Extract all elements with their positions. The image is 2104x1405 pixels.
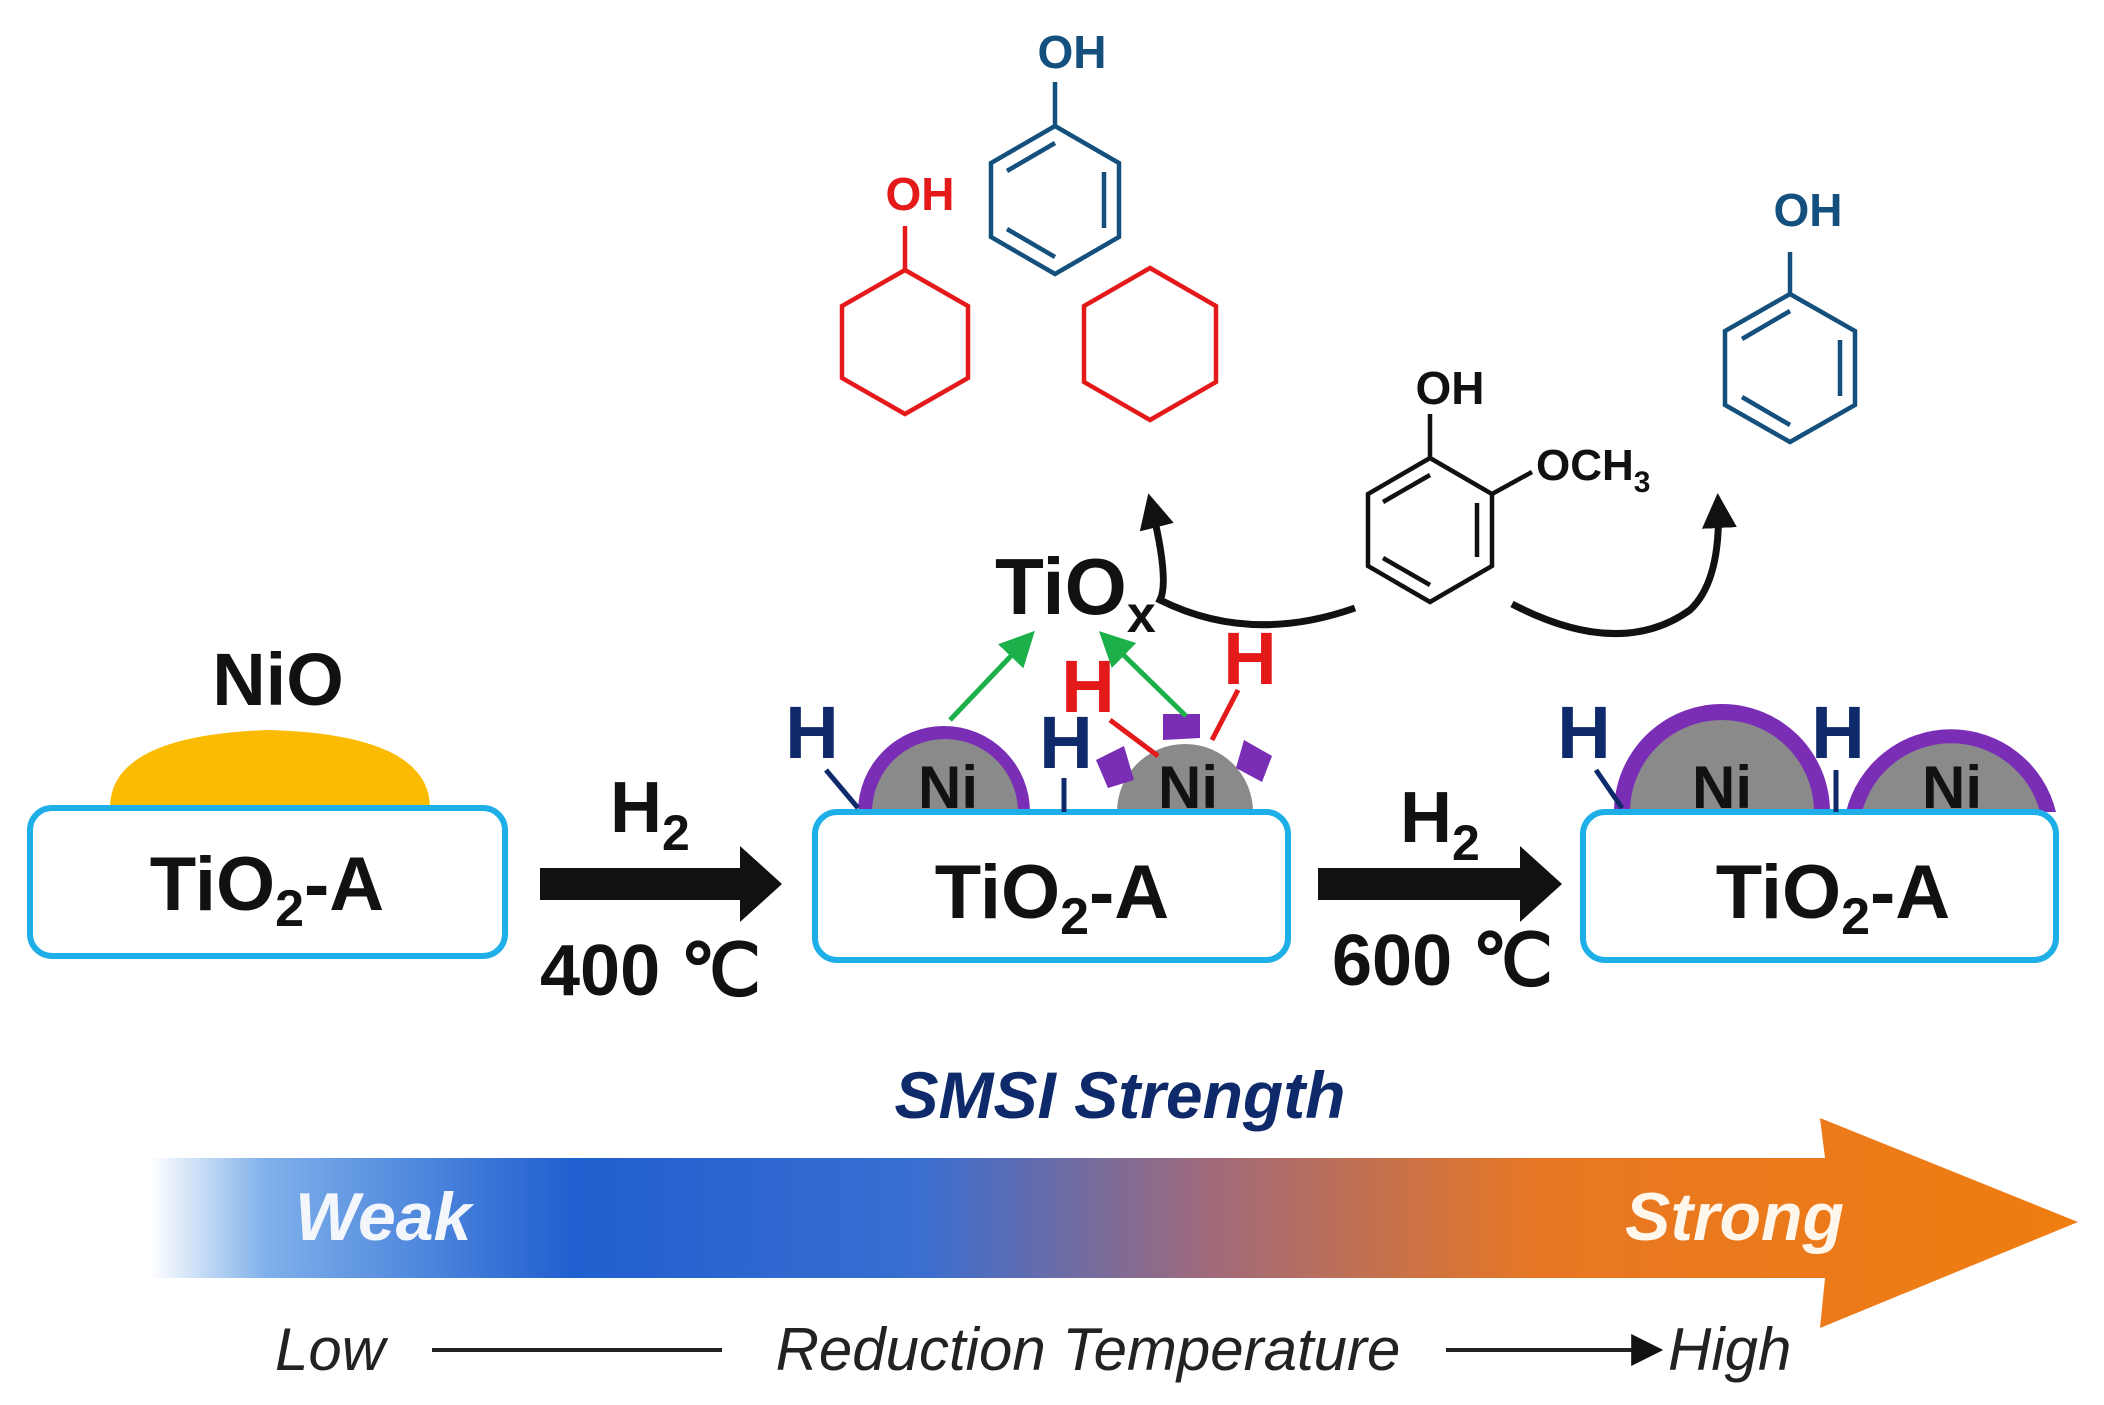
smsi-title: SMSI Strength xyxy=(894,1058,1345,1132)
nio-particle xyxy=(110,730,430,808)
benzene-ring xyxy=(1365,455,1495,605)
step-arrow-1 xyxy=(540,846,782,922)
reduction-step-1: H2 400 ℃ xyxy=(540,768,782,1011)
smsi-gradient-arrow xyxy=(150,1118,2078,1328)
support-1: NiO TiO2-A xyxy=(27,638,508,959)
benzene-ring xyxy=(988,123,1122,277)
ni-particle xyxy=(1630,720,1814,812)
support-box-2 xyxy=(812,809,1291,963)
h-bond xyxy=(824,768,860,810)
oh-label: OH xyxy=(1416,362,1485,414)
temp-label: Reduction Temperature xyxy=(776,1316,1401,1383)
ni-particle xyxy=(872,739,1018,812)
smsi-strong: Strong xyxy=(1625,1179,1844,1255)
benzene-ring xyxy=(1722,291,1858,445)
cyclohexane xyxy=(1081,265,1219,423)
ni-particle xyxy=(1862,743,2040,812)
tiox-patch xyxy=(1236,740,1272,782)
h-bond-red xyxy=(1108,718,1160,758)
h-atom: H xyxy=(785,691,838,774)
temp-low: Low xyxy=(275,1316,389,1383)
cyclohexane-ring xyxy=(839,267,971,417)
temp-high: High xyxy=(1668,1316,1791,1383)
och3-bond xyxy=(1490,470,1534,496)
oh-label-blue: OH xyxy=(1774,184,1843,236)
tiox-patch xyxy=(1163,714,1200,740)
support-2: Ni Ni TiO2-A H H H H TiOx xyxy=(785,542,1291,963)
step1-temp: 400 ℃ xyxy=(540,931,761,1011)
reaction-arrow-right xyxy=(1510,493,1737,638)
h-atom-red: H xyxy=(1061,645,1114,728)
reaction-arrow-left xyxy=(1139,493,1357,629)
h-atom-red: H xyxy=(1223,617,1276,700)
step-arrow-2 xyxy=(1318,846,1562,922)
phenol-right xyxy=(1722,252,1858,445)
h-atom: H xyxy=(1557,691,1610,774)
tiox-label: TiOx xyxy=(995,542,1156,644)
support-label-1: TiO2-A xyxy=(150,842,384,938)
green-arrow xyxy=(948,630,1035,722)
step2-gas: H2 xyxy=(1400,778,1480,871)
ni-particle xyxy=(1117,744,1253,812)
guaiacol xyxy=(1365,414,1534,605)
reduction-step-2: H2 600 ℃ xyxy=(1318,778,1562,1001)
cyclohexanol xyxy=(839,226,971,417)
step1-gas: H2 xyxy=(610,768,690,861)
green-arrow xyxy=(1098,631,1188,718)
step2-temp: 600 ℃ xyxy=(1332,921,1553,1001)
support-box-3 xyxy=(1580,809,2059,963)
phenol-top xyxy=(988,82,1122,277)
och3-label: OCH3 xyxy=(1536,441,1650,499)
oh-label-red: OH xyxy=(886,168,955,220)
tiox-patch xyxy=(1096,746,1134,788)
support-3: Ni Ni TiO2-A H H xyxy=(1557,691,2059,963)
h-atom: H xyxy=(1811,691,1864,774)
smsi-weak: Weak xyxy=(295,1179,475,1255)
nio-label: NiO xyxy=(212,638,344,721)
h-bond-red xyxy=(1209,688,1241,742)
support-label-2: TiO2-A xyxy=(935,850,1169,946)
support-box-1 xyxy=(27,805,508,959)
h-atom: H xyxy=(1039,701,1092,784)
oh-label-blue: OH xyxy=(1038,26,1107,78)
cyclohexane-ring xyxy=(1081,265,1219,423)
h-bond xyxy=(1593,768,1625,810)
support-label-3: TiO2-A xyxy=(1716,850,1950,946)
